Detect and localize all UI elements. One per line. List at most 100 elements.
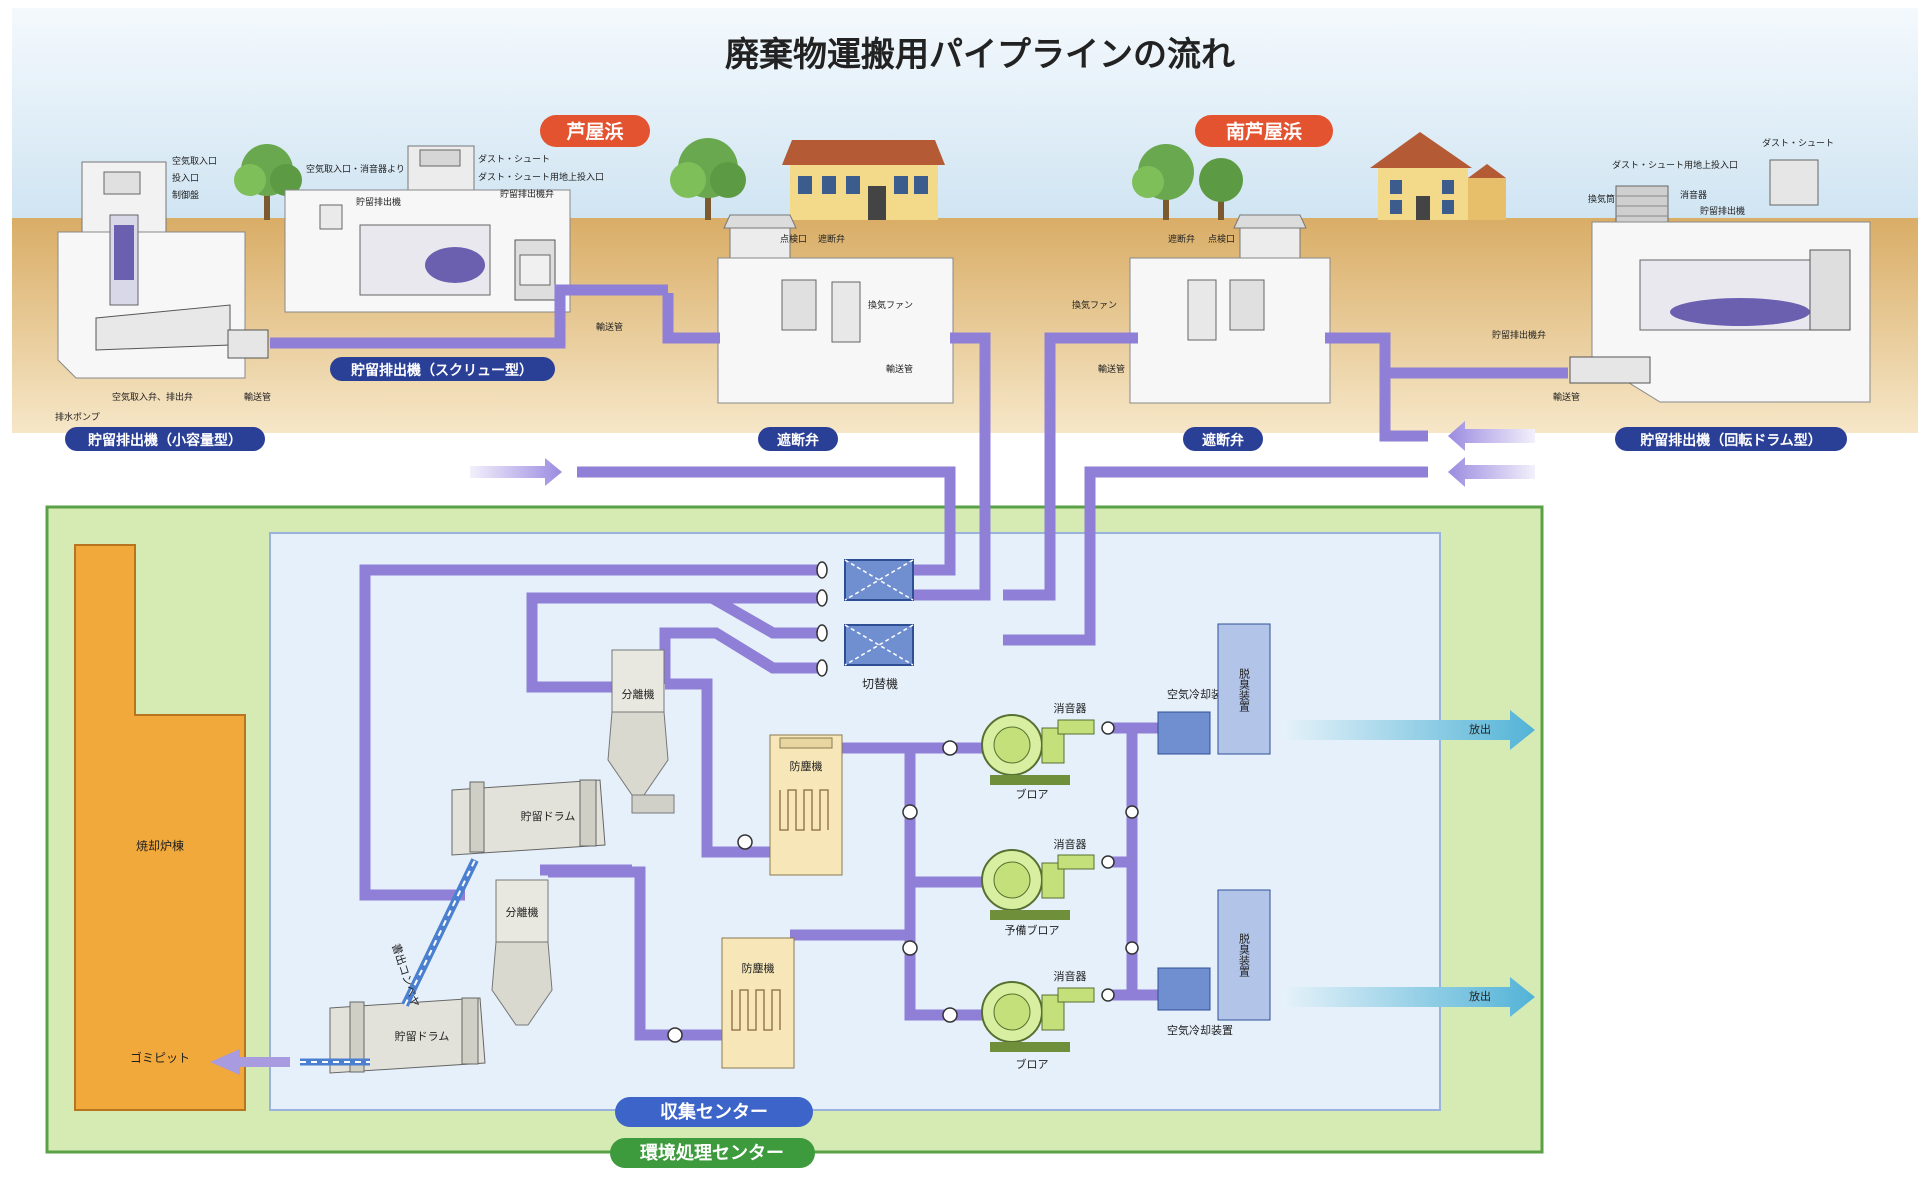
valve-icon	[1101, 855, 1115, 869]
small-capacity-station	[57, 161, 269, 379]
valve-icon	[902, 804, 918, 820]
muffler-1: 消音器	[1054, 701, 1095, 735]
label-d-ground: ダスト・シュート用地上投入口	[1612, 159, 1738, 171]
pipe-upper-2	[662, 293, 720, 344]
tree-icon	[234, 144, 302, 220]
muffler-3: 消音器	[1054, 969, 1095, 1003]
svg-text:消音器: 消音器	[1054, 837, 1087, 851]
svg-text:予備ブロア: 予備ブロア	[1005, 923, 1060, 937]
label-screw-air: 空気取入口・消音器より	[306, 163, 405, 175]
storage-drum-1: 貯留ドラム	[451, 779, 606, 856]
label-air-inlet-valve: 空気取入弁、排出弁	[112, 391, 193, 403]
label-v2-inspect: 点検口	[1208, 233, 1235, 245]
label-control: 制御盤	[172, 189, 199, 201]
svg-text:防塵機: 防塵機	[790, 759, 823, 773]
valve-icon	[816, 561, 828, 579]
release-label-1: 放出	[1469, 722, 1491, 736]
svg-text:ブロア: ブロア	[1016, 787, 1049, 801]
air-cooler-2: 空気冷却装置	[1157, 967, 1233, 1037]
label-v2-shut: 遮断弁	[1168, 233, 1195, 245]
label-badge-valve-right: 遮断弁	[1183, 427, 1263, 451]
label-air-inlet: 空気取入口	[172, 155, 217, 167]
svg-text:環境処理センター: 環境処理センター	[640, 1142, 784, 1164]
tree-icon	[1199, 158, 1243, 220]
svg-text:貯留排出機（スクリュー型）: 貯留排出機（スクリュー型）	[351, 362, 533, 379]
svg-text:遮断弁: 遮断弁	[1202, 432, 1244, 449]
pipeline-network	[270, 284, 1568, 1041]
house-icon	[782, 140, 945, 220]
svg-text:脱臭装置: 脱臭装置	[1238, 932, 1251, 977]
inflow-arrow-left	[470, 458, 562, 486]
tree-icon	[670, 138, 746, 220]
svg-text:貯留ドラム: 貯留ドラム	[395, 1030, 450, 1043]
label-v1-fan: 換気ファン	[868, 299, 913, 311]
label-transport-pipe-2: 輸送管	[596, 321, 623, 333]
blower-3: ブロア	[981, 981, 1070, 1071]
valve-icon	[816, 659, 828, 677]
label-transport-pipe-3: 輸送管	[886, 363, 913, 375]
deodorizer-2: 脱臭装置	[1217, 889, 1271, 1021]
label-v1-inspect: 点検口	[780, 233, 807, 245]
diagram-title: 廃棄物運搬用パイプラインの流れ	[725, 35, 1235, 75]
pipe-air-left	[577, 466, 956, 576]
rotary-drum-station	[1569, 159, 1871, 403]
svg-text:ブロア: ブロア	[1016, 1057, 1049, 1071]
valve-icon	[1125, 805, 1139, 819]
deodorizer-1: 脱臭装置	[1217, 623, 1271, 755]
muffler-2: 消音器	[1054, 837, 1095, 870]
pipe-cross-2	[659, 627, 822, 684]
label-badge-small: 貯留排出機（小容量型）	[65, 427, 265, 451]
dust-filter-2: 防塵機	[721, 937, 795, 1069]
label-screw-valve: 貯留排出機弁	[500, 188, 554, 200]
pipe-upper-6	[1379, 373, 1428, 442]
to-pit-arrow	[210, 1049, 290, 1075]
valve-icon	[942, 1007, 958, 1023]
svg-text:空気冷却装置: 空気冷却装置	[1167, 1023, 1233, 1037]
pipe-upper-4	[1003, 332, 1138, 601]
switch-machine-2	[844, 624, 914, 666]
pipe-air-right	[1003, 466, 1428, 646]
pipe-upper-1	[270, 284, 668, 349]
label-badge-drum: 貯留排出機（回転ドラム型）	[1615, 427, 1847, 451]
pipe-upper-3	[895, 332, 991, 601]
svg-text:南芦屋浜: 南芦屋浜	[1226, 120, 1302, 143]
svg-text:消音器: 消音器	[1054, 701, 1087, 715]
pipe-to-drum-1	[359, 564, 822, 901]
sky	[12, 8, 1918, 223]
valve-icon	[942, 740, 958, 756]
svg-text:分離機: 分離機	[622, 687, 655, 701]
label-transport-pipe-5: 輸送管	[1553, 391, 1580, 403]
label-d-valve: 貯留排出機弁	[1492, 329, 1546, 341]
screw-type-station	[284, 145, 571, 313]
valve-icon	[737, 834, 753, 850]
switch-machine-1	[844, 559, 914, 601]
valve-icon	[1101, 988, 1115, 1002]
svg-text:脱臭装置: 脱臭装置	[1238, 667, 1251, 712]
pipe-cross-1	[709, 593, 822, 639]
blower-spare: 予備ブロア	[981, 849, 1070, 937]
pipe-upper-5	[1325, 332, 1568, 379]
switch-label: 切替機	[862, 676, 898, 691]
label-badge-valve-left: 遮断弁	[758, 427, 838, 451]
valves	[667, 561, 1139, 1043]
svg-text:遮断弁: 遮断弁	[777, 432, 819, 449]
valve-icon	[1101, 721, 1115, 735]
label-screw-machine: 貯留排出機	[356, 196, 401, 208]
separator-1: 分離機	[607, 649, 675, 814]
pipe-to-separator-1	[526, 592, 822, 693]
valve-icon	[902, 940, 918, 956]
svg-text:貯留排出機（小容量型）: 貯留排出機（小容量型）	[88, 432, 242, 449]
environment-center-badge: 環境処理センター	[610, 1138, 815, 1168]
separator-2: 分離機	[491, 879, 553, 1026]
svg-text:空気冷却装置: 空気冷却装置	[1167, 687, 1233, 701]
svg-text:収集センター: 収集センター	[660, 1101, 768, 1123]
valve-station-right	[1129, 214, 1331, 404]
house-icon	[1370, 132, 1506, 220]
label-screw-dust: ダスト・シュート	[478, 153, 550, 165]
label-d-vent: 換気筒	[1588, 193, 1615, 205]
svg-text:防塵機: 防塵機	[742, 961, 775, 975]
area-badge-minami-ashiyahama: 南芦屋浜	[1195, 115, 1333, 147]
inflow-arrow-right-1	[1448, 421, 1535, 451]
